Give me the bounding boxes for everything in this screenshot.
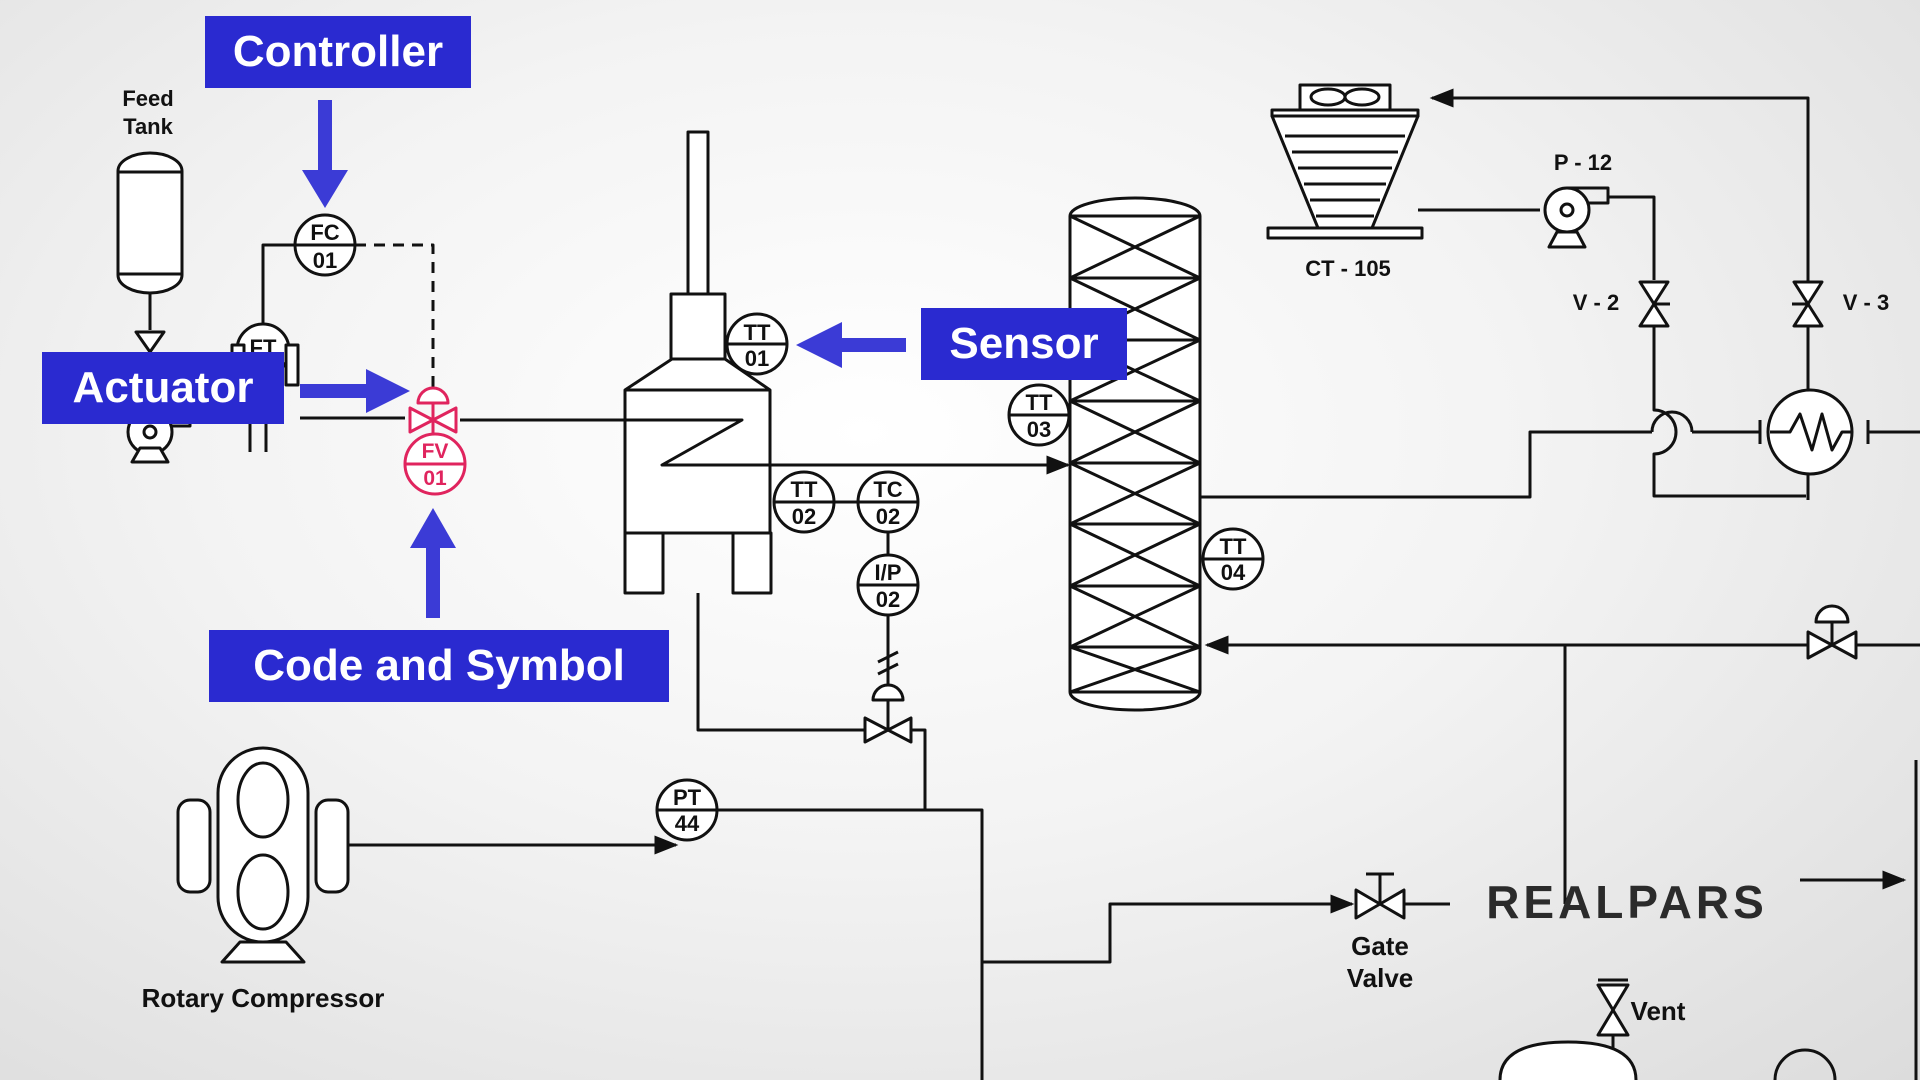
tt01-sensor — [725, 312, 789, 376]
controller-arrow-head — [302, 170, 348, 208]
tt04-num: 04 — [1221, 560, 1246, 585]
tt02-code: TT — [791, 477, 818, 502]
tt04-code: TT — [1220, 534, 1247, 559]
ip02-code: I/P — [875, 560, 902, 585]
feed-tank-label-2: Tank — [123, 114, 173, 139]
cooling-tower — [1266, 83, 1424, 240]
fc01-num: 01 — [313, 248, 337, 273]
furnace — [623, 130, 773, 595]
pump-label: P - 12 — [1554, 150, 1612, 175]
tc02-code: TC — [873, 477, 902, 502]
valve-v3 — [1792, 280, 1824, 388]
cw-return-line — [1429, 88, 1810, 500]
tt03-code: TT — [1026, 390, 1053, 415]
sensor-callout: Sensor — [921, 308, 1127, 380]
actuator-callout: Actuator — [42, 352, 284, 424]
fv01-num: 01 — [423, 467, 447, 490]
actuator-arrow-shaft — [300, 384, 368, 398]
valve-v2 — [1638, 280, 1806, 498]
rotary-compressor — [176, 746, 350, 964]
pump-p12 — [1543, 186, 1656, 280]
vent-label: Vent — [1631, 996, 1686, 1026]
ip02-num: 02 — [876, 587, 900, 612]
packed-column — [1068, 196, 1202, 712]
pt44-sensor — [655, 778, 984, 1080]
fc01-code: FC — [310, 220, 339, 245]
code-arrow-shaft — [426, 546, 440, 618]
temperature-loop — [772, 470, 920, 700]
realpars-logo: REALPARS — [1486, 876, 1768, 928]
fc01-controller — [261, 213, 435, 395]
overhead-line — [1200, 430, 1652, 499]
gate-valve-feed-line — [982, 894, 1355, 964]
callout-arrows — [300, 100, 906, 618]
tt01-num: 01 — [745, 346, 769, 371]
feed-tank-label-1: Feed — [122, 86, 173, 111]
reflux-valve — [1806, 604, 1858, 660]
fv01-control-valve — [403, 386, 467, 496]
actuator-arrow-head — [366, 369, 410, 413]
vent-valve — [1498, 978, 1837, 1080]
fv01-code: FV — [422, 440, 449, 463]
cooling-tower-label: CT - 105 — [1305, 256, 1391, 281]
heat-exchanger — [1758, 388, 1870, 476]
controller-arrow-shaft — [318, 100, 332, 170]
valve-v3-label: V - 3 — [1843, 290, 1889, 315]
rotary-compressor-label: Rotary Compressor — [142, 983, 385, 1013]
gate-valve-label-1: Gate — [1351, 931, 1409, 961]
gate-valve — [1354, 872, 1450, 920]
code-symbol-callout: Code and Symbol — [209, 630, 669, 702]
gate-valve-label-2: Valve — [1347, 963, 1414, 993]
controller-callout: Controller — [205, 16, 471, 88]
feed-tank — [116, 151, 184, 330]
tt03-num: 03 — [1027, 417, 1051, 442]
line-crossover — [1650, 410, 1694, 433]
pt44-code: PT — [673, 785, 702, 810]
pt44-num: 44 — [675, 811, 700, 836]
tt04-sensor — [1201, 527, 1265, 591]
tc02-num: 02 — [876, 504, 900, 529]
fuel-control-valve — [696, 593, 927, 810]
tt01-code: TT — [744, 320, 771, 345]
tt02-num: 02 — [792, 504, 816, 529]
valve-v2-label: V - 2 — [1573, 290, 1619, 315]
sensor-arrow-head — [796, 322, 842, 368]
code-arrow-head — [410, 508, 456, 548]
sensor-arrow-shaft — [840, 338, 906, 352]
tt03-sensor — [1007, 383, 1071, 447]
